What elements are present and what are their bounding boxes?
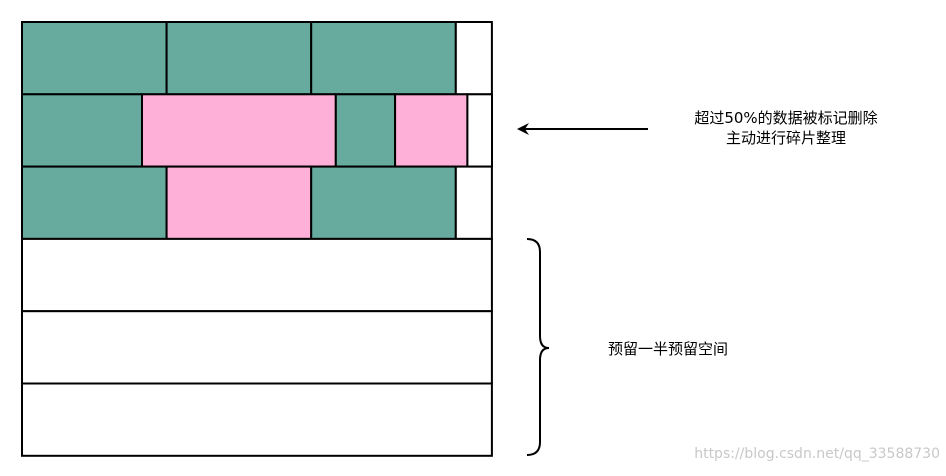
defrag-note: 超过50%的数据被标记删除 主动进行碎片整理: [656, 108, 916, 148]
block-deleted: [394, 93, 469, 168]
block-used: [165, 21, 313, 96]
block-used: [21, 21, 168, 96]
curly-brace-icon: [526, 238, 550, 456]
defrag-note-line1: 超过50%的数据被标记删除: [694, 109, 878, 127]
block-used: [310, 165, 457, 240]
block-deleted: [165, 165, 313, 240]
defrag-note-line2: 主动进行碎片整理: [725, 129, 846, 147]
block-used: [310, 21, 457, 96]
block-free: [454, 165, 493, 240]
block-used: [334, 93, 397, 168]
block-free: [21, 310, 493, 385]
block-used: [21, 93, 143, 168]
block-free: [21, 237, 493, 313]
block-deleted: [141, 93, 337, 168]
storage-rows: [21, 21, 493, 457]
reserve-note: 预留一半预留空间: [607, 340, 728, 358]
block-free: [21, 382, 493, 457]
arrow-icon: [517, 123, 648, 135]
block-free: [466, 93, 493, 168]
block-free: [454, 21, 493, 96]
watermark: https://blog.csdn.net/qq_33588730: [694, 446, 940, 462]
block-used: [21, 165, 168, 240]
